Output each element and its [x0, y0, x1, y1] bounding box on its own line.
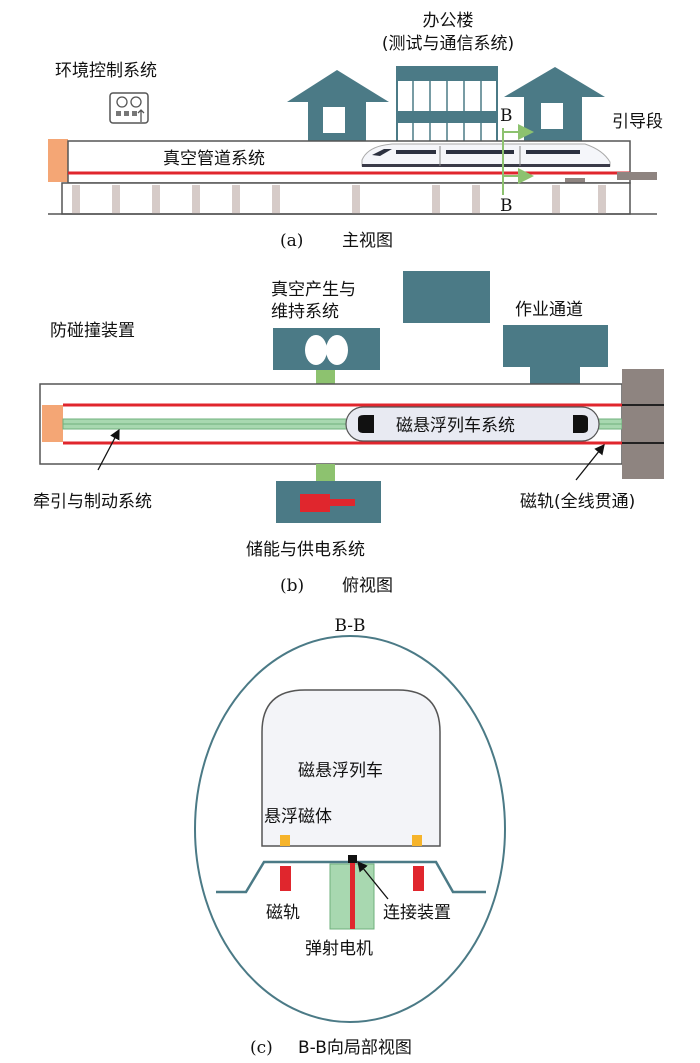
office-label-line2: (测试与通信系统) — [382, 34, 514, 54]
anti-collision-device — [42, 405, 63, 442]
magnetic-rail-label: 磁轨(全线贯通) — [520, 492, 635, 512]
levitation-magnet-left — [280, 835, 290, 846]
caption-b-letter: (b) — [280, 576, 304, 596]
vacuum-tube-label: 真空管道系统 — [163, 149, 265, 169]
caption-a-text: 主视图 — [342, 231, 393, 251]
control-panel-icon — [109, 92, 149, 124]
magnetic-rail-right — [413, 866, 424, 891]
caption-b-text: 俯视图 — [342, 576, 393, 596]
top-view: 真空产生与 维持系统 作业通道 防碰撞装置 磁悬浮列车系统 牵引与制动系统 磁轨… — [33, 271, 664, 596]
guide-section-block — [565, 178, 585, 184]
front-view: 环境控制系统 办公楼 (测试与通信系统) 真空管道系统 引导段 B B (a) … — [48, 11, 663, 251]
maglev-system-label: 磁悬浮列车系统 — [396, 416, 515, 436]
maglev-train-label: 磁悬浮列车 — [298, 761, 383, 781]
rail-arrow — [575, 443, 605, 481]
section-mark-bottom: B — [500, 196, 513, 216]
vacuum-gen-label-line2: 维持系统 — [271, 302, 339, 322]
left-house — [287, 70, 389, 141]
vacuum-pump-left — [305, 335, 327, 365]
work-channel-label: 作业通道 — [515, 300, 583, 320]
viaduct-deck — [61, 182, 631, 215]
launch-motor-label: 弹射电机 — [305, 939, 373, 959]
vacuum-gen-label-line1: 真空产生与 — [271, 280, 356, 300]
caption-c-letter: (c) — [250, 1038, 273, 1058]
connector-arrow — [357, 860, 389, 900]
section-view: B-B 磁悬浮列车 悬浮磁体 磁轨 连接装置 弹射电机 (c) B-B向局部视图 — [194, 616, 506, 1058]
office-building — [396, 66, 498, 143]
vacuum-gen-connector — [316, 370, 335, 385]
front-end-cap — [48, 139, 68, 182]
train-body — [261, 689, 441, 847]
energy-connector — [316, 464, 335, 481]
anti-collision-label: 防碰撞装置 — [50, 321, 135, 341]
guide-section — [617, 172, 657, 180]
unlabeled-block — [403, 271, 490, 323]
vacuum-pump-right — [326, 335, 348, 365]
energy-unit — [300, 494, 330, 512]
viaduct-pillars — [72, 185, 606, 214]
caption-c-text: B-B向局部视图 — [298, 1038, 412, 1058]
levitation-magnet-right — [412, 835, 422, 846]
section-title: B-B — [334, 616, 365, 636]
env-control-label: 环境控制系统 — [55, 61, 157, 81]
section-mark-top: B — [500, 106, 513, 126]
section-marker — [502, 124, 534, 195]
work-channel-connector — [530, 367, 580, 385]
work-channel-box — [503, 325, 608, 367]
magnetic-rail-left — [280, 866, 291, 891]
connector-blade — [350, 860, 355, 929]
levitation-magnet-label: 悬浮磁体 — [264, 807, 332, 827]
energy-unit-rod — [330, 499, 355, 506]
maglev-capsule — [345, 406, 600, 442]
front-train-icon — [361, 143, 611, 167]
connector-head — [348, 855, 357, 863]
office-label-line1: 办公楼 — [423, 11, 474, 31]
traction-label: 牵引与制动系统 — [33, 492, 152, 512]
energy-label: 储能与供电系统 — [246, 540, 365, 560]
traction-arrow — [97, 428, 120, 471]
right-house — [504, 67, 605, 141]
guide-section-label: 引导段 — [612, 112, 663, 132]
guide-section-top — [622, 369, 664, 479]
caption-a-letter: (a) — [280, 231, 303, 251]
magnetic-rail-label-c: 磁轨 — [266, 903, 300, 923]
connector-label: 连接装置 — [383, 903, 451, 923]
